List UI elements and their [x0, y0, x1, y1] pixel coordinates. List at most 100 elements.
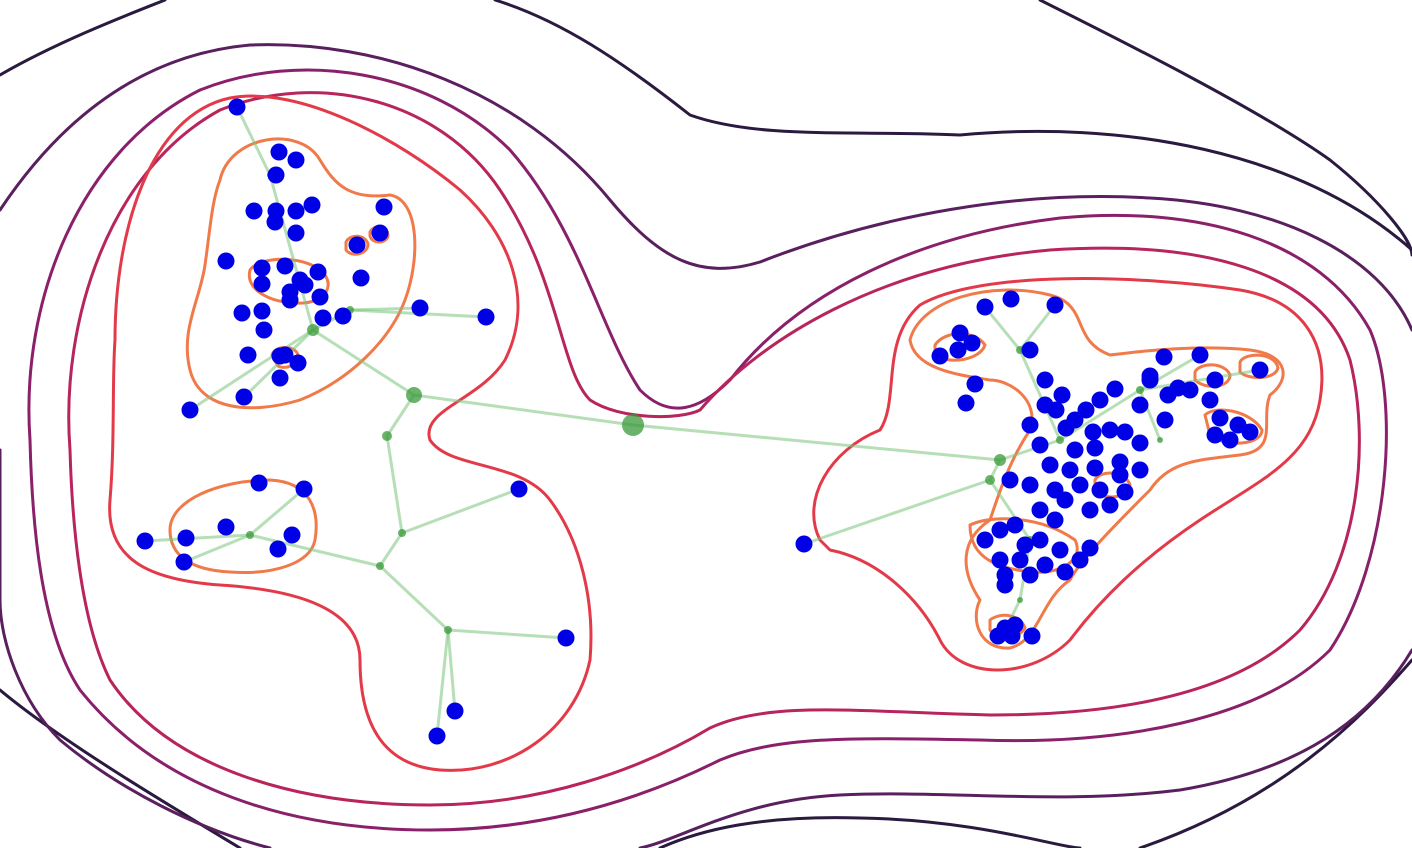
leaf-node	[287, 202, 305, 220]
leaf-node	[287, 224, 305, 242]
leaf-node	[287, 151, 305, 169]
leaf-node	[1021, 566, 1039, 584]
leaf-node	[270, 143, 288, 161]
leaf-node	[1061, 461, 1079, 479]
tree-edge	[183, 533, 251, 564]
leaf-node	[245, 202, 263, 220]
leaf-node	[281, 291, 299, 309]
leaf-node	[1066, 441, 1084, 459]
leaf-node	[352, 269, 370, 287]
tree-edge	[249, 533, 381, 568]
tree-edge	[401, 487, 520, 535]
leaf-node	[976, 298, 994, 316]
leaf-node	[371, 224, 389, 242]
leaf-node	[276, 257, 294, 275]
tree-edge	[632, 423, 1001, 462]
leaf-node	[269, 540, 287, 558]
leaf-node	[428, 727, 446, 745]
leaf-node	[1021, 416, 1039, 434]
leaf-node	[271, 369, 289, 387]
tree-edge	[413, 393, 634, 427]
leaf-node	[1251, 361, 1269, 379]
leaf-node	[1141, 371, 1159, 389]
leaf-node	[289, 354, 307, 372]
internal-node	[307, 324, 319, 336]
leaf-node	[1116, 483, 1134, 501]
leaf-node	[1053, 386, 1071, 404]
tree-edge	[803, 478, 991, 546]
leaf-node	[276, 346, 294, 364]
leaf-node	[1086, 459, 1104, 477]
leaf-node	[1071, 551, 1089, 569]
tree-edge	[268, 174, 315, 331]
internal-node	[994, 454, 1006, 466]
internal-node	[376, 562, 384, 570]
leaf-node	[1036, 396, 1054, 414]
leaf-node	[1106, 380, 1124, 398]
leaf-node	[1221, 431, 1239, 449]
leaf-node	[1036, 371, 1054, 389]
leaf-node	[1006, 516, 1024, 534]
tree-edge	[1018, 349, 1062, 441]
leaf-nodes	[136, 98, 1269, 745]
leaf-node	[1191, 346, 1209, 364]
tree-edges	[144, 106, 1261, 737]
leaf-node	[1091, 481, 1109, 499]
leaf-node	[1111, 453, 1129, 471]
leaf-node	[348, 236, 366, 254]
leaf-node	[1206, 426, 1224, 444]
leaf-node	[1031, 436, 1049, 454]
tree-edge	[447, 628, 567, 640]
tree-edge	[385, 435, 404, 534]
leaf-node	[976, 531, 994, 549]
leaf-node	[1031, 531, 1049, 549]
leaf-node	[931, 347, 949, 365]
leaf-node	[1081, 501, 1099, 519]
leaf-node	[1046, 296, 1064, 314]
leaf-node	[1016, 536, 1034, 554]
tree-edge	[312, 328, 415, 397]
leaf-node	[1101, 421, 1119, 439]
leaf-node	[334, 307, 352, 325]
leaf-node	[291, 271, 309, 289]
internal-node	[1056, 436, 1064, 444]
leaf-node	[1241, 423, 1259, 441]
leaf-node	[1041, 456, 1059, 474]
leaf-node	[1056, 563, 1074, 581]
leaf-node	[1206, 371, 1224, 389]
leaf-node	[1155, 348, 1173, 366]
leaf-node	[1023, 627, 1041, 645]
internal-node	[1017, 597, 1023, 603]
leaf-node	[283, 526, 301, 544]
tree-edge	[1018, 304, 1057, 351]
leaf-node	[1001, 471, 1019, 489]
internal-node	[1157, 437, 1163, 443]
leaf-node	[1002, 290, 1020, 308]
leaf-node	[949, 341, 967, 359]
tree-edge	[1139, 368, 1261, 392]
leaf-node	[1116, 423, 1134, 441]
leaf-node	[795, 535, 813, 553]
internal-node	[406, 387, 422, 403]
tree-edge	[988, 479, 1032, 541]
leaf-node	[1131, 434, 1149, 452]
leaf-node	[957, 394, 975, 412]
leaf-node	[1111, 466, 1129, 484]
leaf-node	[255, 321, 273, 339]
leaf-node	[303, 196, 321, 214]
leaf-node	[1066, 411, 1084, 429]
leaf-node	[1131, 461, 1149, 479]
tree-edge	[983, 306, 1022, 351]
leaf-node	[963, 334, 981, 352]
leaf-node	[1131, 396, 1149, 414]
leaf-node	[1081, 539, 1099, 557]
leaf-node	[991, 521, 1009, 539]
leaf-node	[966, 375, 984, 393]
leaf-node	[1086, 439, 1104, 457]
leaf-node	[233, 304, 251, 322]
internal-node	[398, 529, 406, 537]
leaf-node	[446, 702, 464, 720]
leaf-node	[175, 553, 193, 571]
tree-edge	[435, 629, 450, 737]
leaf-node	[228, 98, 246, 116]
